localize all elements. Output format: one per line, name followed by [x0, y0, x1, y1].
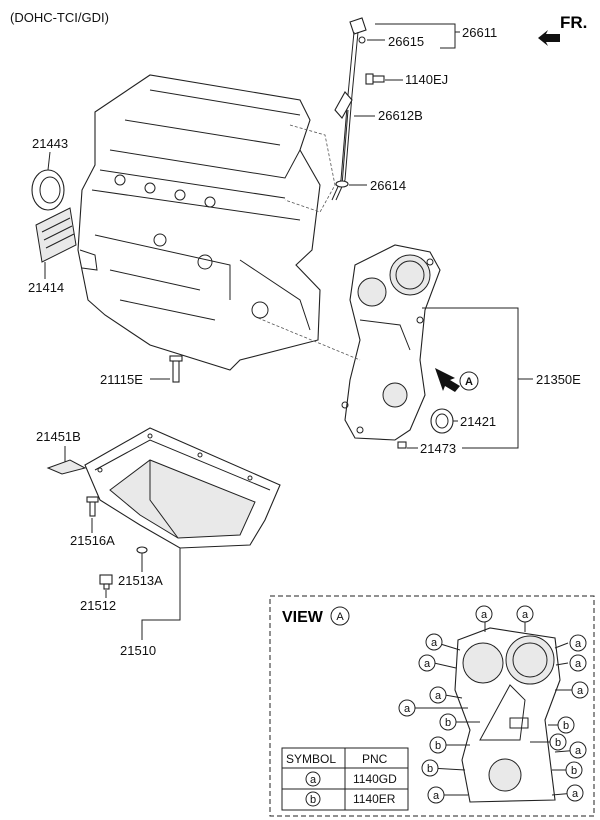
legend-header-pnc: PNC [362, 752, 388, 766]
svg-text:a: a [575, 658, 582, 670]
bolt-marker-a: a [418, 654, 436, 672]
front-arrow-icon [538, 30, 560, 46]
svg-text:a: a [431, 637, 438, 649]
part-21512-drain-plug [99, 574, 113, 590]
timing-cover-front-view [454, 627, 561, 803]
label-21350E: 21350E [536, 372, 581, 387]
svg-text:A: A [336, 611, 344, 623]
label-1140EJ: 1140EJ [405, 72, 448, 87]
legend-row-b-symbol: b [310, 794, 316, 806]
bolt-marker-a: a [398, 699, 416, 717]
svg-text:b: b [445, 717, 451, 729]
label-21115E: 21115E [100, 372, 143, 387]
part-21513A-gasket [136, 546, 148, 554]
bolt-marker-a: a [571, 681, 589, 699]
part-21473-bolt [397, 441, 407, 449]
svg-text:b: b [555, 737, 561, 749]
legend-row-a-pnc: 1140GD [353, 772, 397, 786]
label-26614: 26614 [370, 178, 406, 193]
part-21421-front-oil-seal [430, 408, 454, 434]
label-21443: 21443 [32, 136, 68, 151]
svg-text:a: a [424, 658, 431, 670]
bolt-marker-b: b [439, 713, 457, 731]
view-a-arrow-icon [435, 368, 460, 392]
svg-text:b: b [427, 763, 433, 775]
bolt-marker-a: a [569, 741, 587, 759]
svg-text:a: a [572, 788, 579, 800]
part-1140EJ-bolt [365, 73, 385, 85]
bolt-marker-a: a [516, 605, 534, 623]
label-21473: 21473 [420, 441, 456, 456]
label-26611: 26611 [462, 25, 497, 40]
bolt-marker-b: b [549, 733, 567, 751]
part-26611-dipstick [331, 17, 367, 201]
label-21510: 21510 [120, 643, 156, 658]
svg-text:b: b [435, 740, 441, 752]
label-21516A: 21516A [70, 533, 115, 548]
svg-text:a: a [433, 790, 440, 802]
engine-variant-label: (DOHC-TCI/GDI) [10, 10, 109, 25]
view-a-title: VIEW [282, 609, 324, 626]
svg-text:a: a [575, 745, 582, 757]
label-21512: 21512 [80, 598, 116, 613]
engine-block [77, 74, 321, 371]
part-21516A-bolt [86, 496, 99, 517]
svg-text:a: a [522, 609, 529, 621]
part-21510-oil-pan [84, 427, 281, 549]
legend-row-a-symbol: a [310, 774, 317, 786]
bolt-marker-b: b [429, 736, 447, 754]
front-direction-label: FR. [560, 13, 587, 32]
legend-row-b-pnc: 1140ER [353, 792, 396, 806]
svg-text:a: a [577, 685, 584, 697]
bolt-marker-b: b [557, 716, 575, 734]
legend-header-symbol: SYMBOL [286, 752, 336, 766]
symbol-legend-table: SYMBOL PNC a 1140GD b 1140ER [281, 747, 409, 811]
part-21443-rear-oil-seal [31, 169, 65, 211]
svg-text:a: a [481, 609, 488, 621]
part-26614-o-ring [335, 180, 349, 188]
part-26612B-guide-tube [334, 91, 353, 186]
bolt-marker-a: a [427, 786, 445, 804]
bolt-marker-a: a [566, 784, 584, 802]
bolt-marker-b: b [565, 761, 583, 779]
svg-text:b: b [571, 765, 577, 777]
svg-text:a: a [575, 638, 582, 650]
part-21414-cover [35, 207, 77, 263]
view-a-panel [269, 595, 595, 817]
label-26612B: 26612B [378, 108, 423, 123]
bolt-marker-a: a [475, 605, 493, 623]
part-21451B-baffle [46, 459, 87, 475]
part-21115E-bolt [169, 355, 183, 383]
bolt-marker-a: a [569, 634, 587, 652]
label-21513A: 21513A [118, 573, 163, 588]
view-a-marker [459, 371, 479, 391]
part-21350E-timing-cover [341, 244, 441, 441]
bolt-marker-a: a [425, 633, 443, 651]
svg-text:b: b [563, 720, 569, 732]
label-21414: 21414 [28, 280, 64, 295]
bolt-marker-a: a [429, 686, 447, 704]
view-a-panel-marker [330, 606, 350, 626]
svg-text:a: a [404, 703, 411, 715]
bolt-marker-a: a [569, 654, 587, 672]
svg-text:A: A [465, 376, 473, 388]
label-26615: 26615 [388, 34, 424, 49]
label-21451B: 21451B [36, 429, 81, 444]
svg-text:a: a [435, 690, 442, 702]
bolt-marker-b: b [421, 759, 439, 777]
label-21421: 21421 [460, 414, 496, 429]
